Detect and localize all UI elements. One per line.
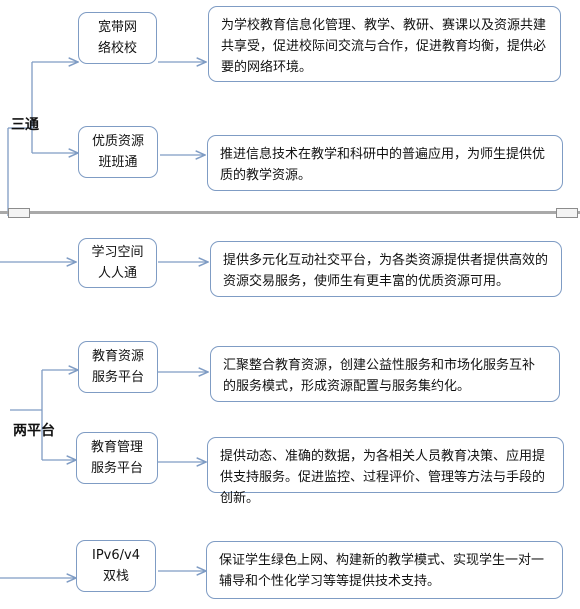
- group-label-liangpingtai: 两平台: [13, 423, 55, 439]
- item-box-youzhi: 优质资源 班班通: [78, 126, 158, 178]
- desc-box-jiaoyu-ziyuan: 汇聚整合教育资源，创建公益性服务和市场化服务互补的服务模式，形成资源配置与服务集…: [210, 346, 560, 402]
- item-desc: 提供多元化互动社交平台，为各类资源提供者提供高效的资源交易服务，使师生有更丰富的…: [223, 253, 549, 289]
- item-name: 宽带网 络校校: [97, 20, 137, 56]
- desc-box-youzhi: 推进信息技术在教学和科研中的普遍应用，为师生提供优质的教学资源。: [207, 135, 563, 191]
- item-name: IPv6/v4 双栈: [92, 548, 140, 584]
- desc-box-ipv6: 保证学生绿色上网、构建新的教学模式、实现学生一对一辅导和个性化学习等等提供技术支…: [206, 541, 563, 599]
- item-desc: 推进信息技术在教学和科研中的普遍应用，为师生提供优质的教学资源。: [220, 147, 546, 183]
- item-box-xuexi: 学习空间 人人通: [78, 238, 157, 288]
- item-box-jiaoyu-guanli: 教育管理 服务平台: [76, 432, 158, 484]
- desc-box-kuandai: 为学校教育信息化管理、教学、教研、赛课以及资源共建共享受，促进校际间交流与合作，…: [208, 6, 561, 82]
- desc-box-jiaoyu-guanli: 提供动态、准确的数据，为各相关人员教育决策、应用提供支持服务。促进监控、过程评价…: [207, 437, 564, 506]
- item-box-jiaoyu-ziyuan: 教育资源 服务平台: [78, 341, 158, 393]
- item-desc: 为学校教育信息化管理、教学、教研、赛课以及资源共建共享受，促进校际间交流与合作，…: [221, 18, 547, 75]
- item-name: 优质资源 班班通: [91, 134, 144, 170]
- item-name: 教育资源 服务平台: [91, 349, 144, 385]
- item-box-ipv6: IPv6/v4 双栈: [76, 540, 156, 592]
- group-label-santong: 三通: [11, 117, 39, 133]
- item-desc: 提供动态、准确的数据，为各相关人员教育决策、应用提供支持服务。促进监控、过程评价…: [220, 449, 546, 506]
- item-box-kuandai: 宽带网 络校校: [78, 12, 157, 64]
- section-divider: [0, 208, 580, 218]
- item-name: 学习空间 人人通: [91, 245, 144, 281]
- item-desc: 汇聚整合教育资源，创建公益性服务和市场化服务互补的服务模式，形成资源配置与服务集…: [223, 358, 536, 394]
- item-name: 教育管理 服务平台: [90, 440, 143, 476]
- item-desc: 保证学生绿色上网、构建新的教学模式、实现学生一对一辅导和个性化学习等等提供技术支…: [219, 553, 545, 589]
- desc-box-xuexi: 提供多元化互动社交平台，为各类资源提供者提供高效的资源交易服务，使师生有更丰富的…: [210, 241, 562, 297]
